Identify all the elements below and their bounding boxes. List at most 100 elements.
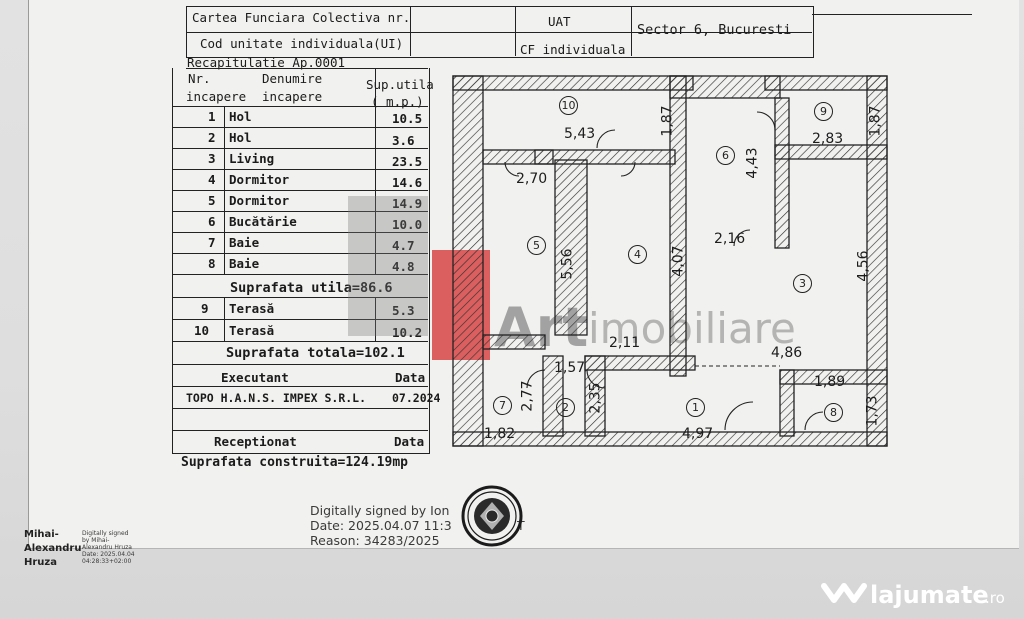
room-number-8: 8 xyxy=(824,403,843,422)
room-number-9: 9 xyxy=(814,102,833,121)
recap-row-line xyxy=(172,386,428,387)
executant-label: Executant xyxy=(221,370,289,385)
col-nr: Nr. xyxy=(188,71,211,86)
dim-label: 5,43 xyxy=(564,126,596,142)
signer-small-3: Alexandru Hruza xyxy=(82,544,132,551)
data-label: Data xyxy=(395,370,426,385)
recap-vline xyxy=(375,68,376,274)
col-incapere: incapere xyxy=(186,89,247,104)
recap-row-line xyxy=(172,232,428,233)
dim-label: 1,87 xyxy=(867,105,884,137)
dim-label: 4,97 xyxy=(682,426,714,442)
signer-small-2: by Mihai- xyxy=(82,537,110,544)
room-area: 10.0 xyxy=(392,217,423,232)
room-area: 14.9 xyxy=(392,196,423,211)
room-nr: 6 xyxy=(208,214,216,229)
recap-row-line xyxy=(172,127,428,128)
watermark-imobiliare: imobiliare xyxy=(588,304,796,353)
room-nr: 7 xyxy=(208,235,216,250)
col-denumire2: incapere xyxy=(262,89,323,104)
room-area: 14.6 xyxy=(392,175,423,190)
dim-label: 2,35 xyxy=(587,382,604,414)
terrace-area: 10.2 xyxy=(392,325,423,340)
receptionat-label: Receptionat xyxy=(214,434,297,449)
recap-row-line xyxy=(172,364,428,365)
top-edge-line xyxy=(812,14,972,15)
room-name: Hol xyxy=(229,130,252,145)
suprafata-construita: Suprafata construita=124.19mp xyxy=(181,455,408,470)
signer-mid: Alexandru xyxy=(24,543,82,554)
brand-name: lajumate xyxy=(870,581,989,609)
recap-row-line xyxy=(172,253,428,254)
dim-label: 5,56 xyxy=(559,248,576,280)
signer-small-4: Date: 2025.04.04 xyxy=(82,551,135,558)
room-number-4: 4 xyxy=(628,245,647,264)
recap-top-line xyxy=(186,68,428,69)
dim-label: 1,82 xyxy=(484,426,516,442)
header-vline xyxy=(410,6,411,56)
header-vline xyxy=(515,6,516,56)
recap-table-border xyxy=(172,68,430,454)
recap-row-line xyxy=(172,408,428,409)
recap-row-line xyxy=(172,274,428,275)
header-vline xyxy=(631,6,632,56)
signature-line-2: Date: 2025.04.07 11:3 xyxy=(310,518,452,533)
room-area: 10.5 xyxy=(392,111,423,126)
room-area: 4.8 xyxy=(392,259,415,274)
room-area: 3.6 xyxy=(392,133,415,148)
dim-label: 1,73 xyxy=(864,395,881,427)
dim-label: 2,83 xyxy=(812,131,844,147)
recap-row-line xyxy=(172,211,428,212)
dim-label: 2,11 xyxy=(609,335,641,351)
dim-label: 4,86 xyxy=(771,345,803,361)
recap-row-line xyxy=(172,319,428,320)
room-name: Dormitor xyxy=(229,172,290,187)
terrace-nr: 9 xyxy=(201,301,209,316)
terrace-nr: 10 xyxy=(194,323,210,338)
room-nr: 2 xyxy=(208,130,216,145)
floor-plan xyxy=(452,75,888,447)
uat-label: UAT xyxy=(548,14,571,29)
room-area: 23.5 xyxy=(392,154,423,169)
room-number-7: 7 xyxy=(493,396,512,415)
header-hline xyxy=(186,32,812,33)
room-name: Baie xyxy=(229,235,260,250)
signer-last: Hruza xyxy=(24,557,57,568)
dim-label: 1,57 xyxy=(554,360,586,376)
recap-row-line xyxy=(172,148,428,149)
room-name: Baie xyxy=(229,256,260,271)
dim-label: 4,07 xyxy=(670,245,687,277)
col-denumire: Denumire xyxy=(262,71,323,86)
terrace-name: Terasă xyxy=(229,323,275,338)
cod-unitate-label: Cod unitate individuala(UI) xyxy=(200,36,404,51)
dim-label: 4,56 xyxy=(855,250,872,282)
recap-row-line xyxy=(172,106,428,107)
executant-value: TOPO H.A.N.S. IMPEX S.R.L. xyxy=(186,391,367,405)
col-sup: Sup.utila xyxy=(366,77,434,92)
suprafata-totala: Suprafata totala=102.1 xyxy=(226,345,405,361)
room-nr: 5 xyxy=(208,193,216,208)
room-nr: 1 xyxy=(208,109,216,124)
room-name: Hol xyxy=(229,109,252,124)
room-nr: 3 xyxy=(208,151,216,166)
cf-individuala-label: CF individuala xyxy=(520,42,626,57)
terrace-name: Terasă xyxy=(229,301,275,316)
suprafata-utila: Suprafata utila=86.6 xyxy=(230,280,393,296)
recap-row-line xyxy=(172,169,428,170)
terrace-area: 5.3 xyxy=(392,303,415,318)
uat-value: Sector 6, Bucuresti xyxy=(637,22,792,38)
signature-line-1: Digitally signed by Ion xyxy=(310,503,450,518)
recap-row-line xyxy=(172,341,428,342)
recap-row-line xyxy=(172,297,428,298)
room-nr: 4 xyxy=(208,172,216,187)
brand-tld: .ro xyxy=(985,589,1005,607)
dim-label: 4,43 xyxy=(744,147,761,179)
room-name: Living xyxy=(229,151,275,166)
door-arcs xyxy=(504,111,824,431)
signer-small-5: 04:28:33+02:00 xyxy=(82,558,132,565)
room-number-6: 6 xyxy=(716,146,735,165)
executant-date: 07.2024 xyxy=(392,391,441,405)
col-unit: ( m.p.) xyxy=(371,94,424,109)
room-nr: 8 xyxy=(208,256,216,271)
